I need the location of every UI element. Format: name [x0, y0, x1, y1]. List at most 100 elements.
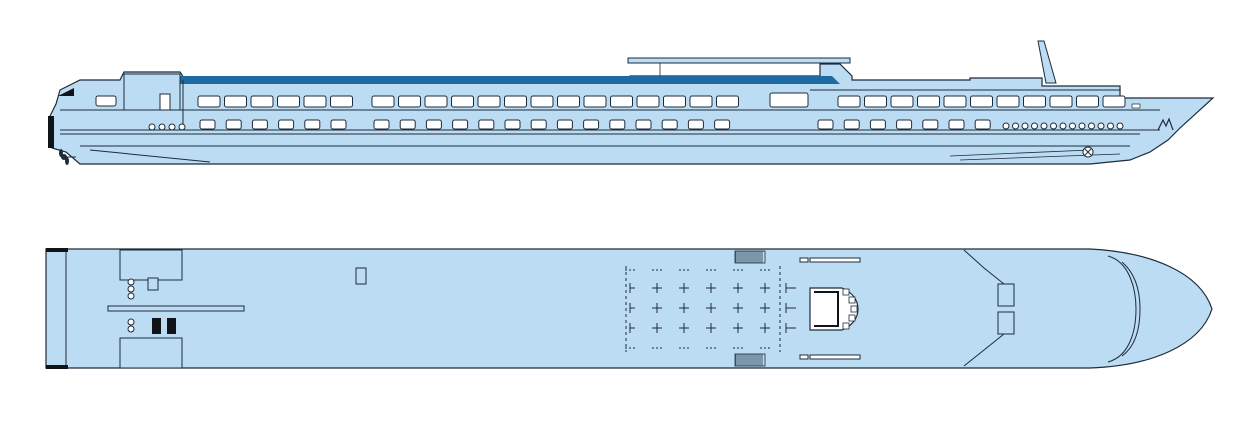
main-window: [251, 119, 268, 130]
main-window: [399, 119, 416, 130]
porthole: [1088, 122, 1095, 130]
fwd-box-top: [997, 283, 1015, 307]
upper-window: [424, 95, 448, 108]
main-window: [635, 119, 652, 130]
porthole: [1107, 122, 1114, 130]
main-window: [714, 119, 731, 130]
upper-window: [250, 95, 274, 108]
main-window: [843, 119, 860, 130]
porthole: [1097, 122, 1105, 130]
hull-stripe-aft: [89, 149, 211, 163]
upper-window: [1076, 95, 1099, 108]
anchor-icon: [1082, 146, 1094, 158]
mast: [1037, 40, 1057, 84]
main-window: [530, 119, 547, 130]
upper-window: [477, 95, 501, 108]
main-window: [330, 119, 347, 130]
upper-window: [864, 95, 887, 108]
aft-hatch: [147, 277, 159, 291]
helm-seat: [842, 288, 850, 296]
upper-window: [837, 95, 861, 108]
fwd-railing-bottom: [963, 333, 1005, 367]
dark-hatch-2: [167, 318, 176, 334]
stern-rail-top: [46, 248, 68, 252]
upper-window: [330, 95, 353, 108]
gangway: [107, 305, 245, 312]
helm-console-inner: [814, 291, 839, 327]
main-window: [225, 119, 242, 130]
upper-window: [277, 95, 300, 108]
propeller-icon: [59, 149, 76, 165]
bow-logo-icon: [1157, 117, 1174, 131]
main-window: [687, 119, 704, 130]
main-window: [583, 119, 600, 130]
upper-window: [530, 95, 554, 108]
grate-frame: [734, 250, 766, 264]
helm-seat: [848, 314, 856, 322]
vent: [127, 325, 135, 333]
vent: [127, 278, 135, 286]
porthole: [1050, 122, 1057, 130]
upper-window: [583, 95, 607, 108]
main-window: [948, 119, 965, 130]
porthole: [1012, 122, 1019, 130]
helm-seats: [842, 288, 858, 330]
main-window: [304, 119, 321, 130]
stern-rail-bottom: [46, 365, 68, 369]
side-profile-view: [48, 40, 1215, 165]
top-deck-plan-view: [45, 248, 1213, 369]
upper-window: [1102, 95, 1126, 108]
upper-window: [504, 95, 527, 108]
upper-window: [1023, 95, 1046, 108]
porthole: [1078, 122, 1086, 130]
upper-window: [197, 95, 221, 108]
main-window: [278, 119, 295, 130]
aft-bench: [355, 267, 367, 285]
main-window: [425, 119, 442, 130]
grate-frame: [734, 353, 766, 367]
porthole: [168, 123, 176, 131]
dark-hatch-1: [152, 318, 161, 334]
porthole: [1069, 122, 1076, 130]
upper-window: [890, 95, 914, 108]
upper-window: [970, 95, 993, 108]
main-window: [199, 119, 216, 130]
fwd-railing-top: [963, 249, 1005, 285]
main-window: [817, 119, 834, 130]
main-window: [869, 119, 886, 130]
upper-window: [663, 95, 686, 108]
upper-window: [636, 95, 660, 108]
upper-window: [917, 95, 940, 108]
aft-cabin-block: [123, 73, 181, 111]
main-window: [609, 119, 626, 130]
helm-seat: [848, 296, 856, 304]
main-window: [478, 119, 495, 130]
bow-inner-contour-2: [1121, 261, 1141, 357]
aft-door: [159, 93, 171, 111]
aft-deckhouse-bottom: [119, 337, 183, 369]
upper-window: [610, 95, 633, 108]
aft-window: [95, 95, 117, 107]
helm-seat: [842, 322, 850, 330]
main-window: [452, 119, 469, 130]
stern-dark-cap: [58, 88, 74, 96]
sun-deck-seating: [625, 266, 796, 352]
bow-vent: [1131, 103, 1141, 109]
bow-inner-contour: [1107, 255, 1137, 363]
upper-window: [451, 95, 474, 108]
sun-lounger-icon: [799, 354, 861, 360]
porthole: [1021, 122, 1029, 130]
upper-window: [689, 95, 713, 108]
upper-window: [996, 95, 1020, 108]
main-deck-windows: [199, 119, 991, 130]
porthole: [148, 123, 156, 131]
vent: [127, 318, 135, 326]
upper-window: [224, 95, 247, 108]
sun-lounger-icon: [799, 257, 861, 263]
upper-deck-windows: [197, 92, 1126, 108]
hull-stripe-fwd-2: [959, 153, 1121, 161]
upper-window: [1049, 95, 1073, 108]
main-window: [661, 119, 678, 130]
